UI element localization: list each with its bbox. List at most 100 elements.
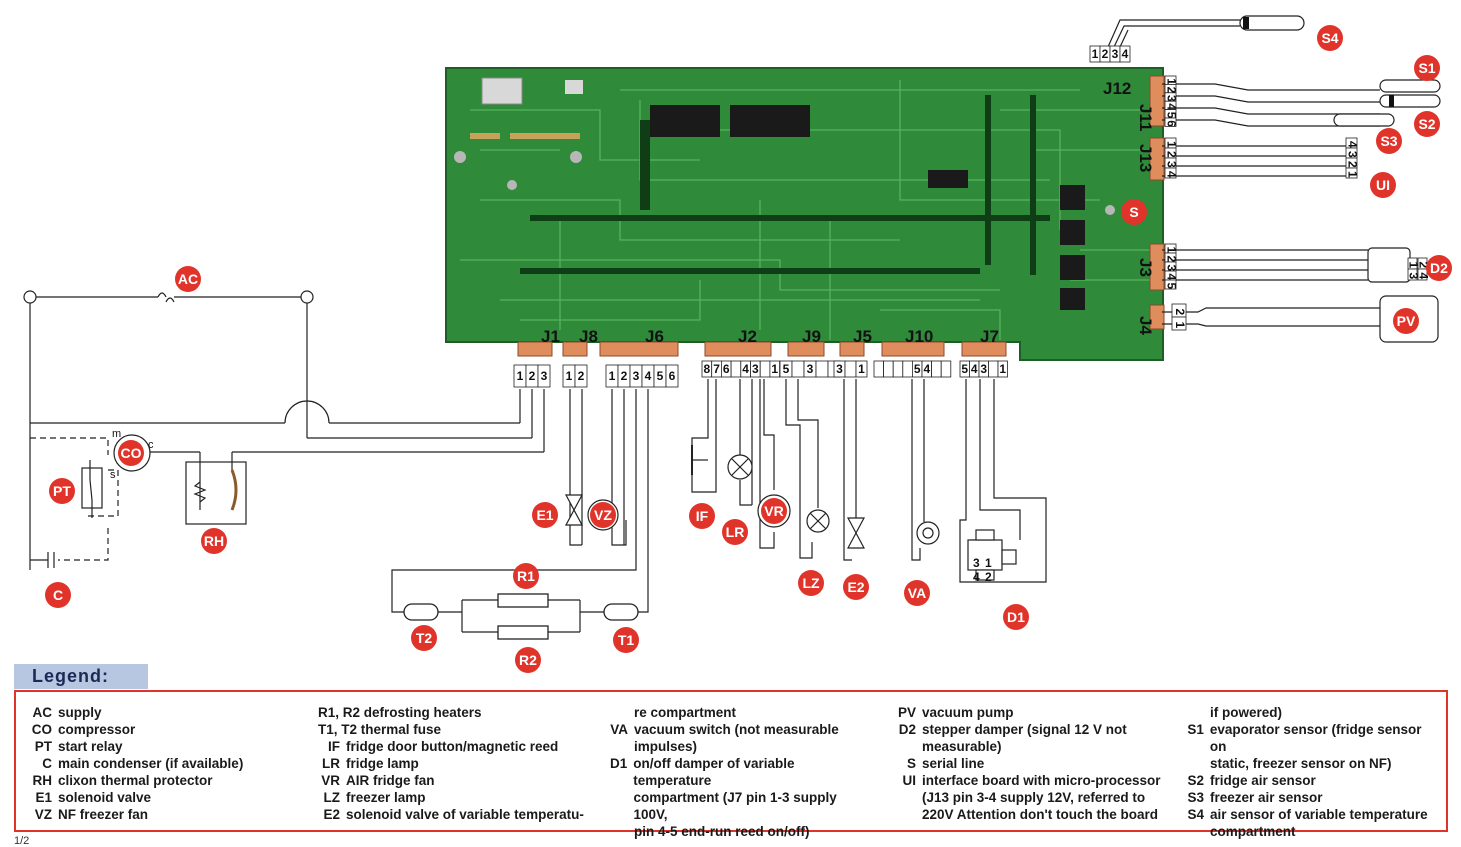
j13-pin: 3 <box>1165 161 1179 168</box>
j1-label: J1 <box>541 327 560 346</box>
badge-t1: T1 <box>613 627 639 653</box>
badge-s3: S3 <box>1376 128 1402 154</box>
legend-code <box>888 789 922 806</box>
j11-pin: 1 <box>1165 78 1179 85</box>
svg-text:LZ: LZ <box>802 575 820 591</box>
legend-description: freezer air sensor <box>1210 790 1323 805</box>
legend-entry: static, freezer sensor on NF) <box>1176 755 1441 772</box>
legend-code <box>888 806 922 823</box>
legend-description: main condenser (if available) <box>58 756 244 771</box>
badge-va: VA <box>904 580 930 606</box>
j2-pin: 3 <box>752 362 759 376</box>
j3-pin: 1 <box>1165 247 1179 254</box>
legend-description: 220V Attention don't touch the board <box>922 807 1158 822</box>
j6-pin: 1 <box>609 369 616 383</box>
badge-e1: E1 <box>532 502 558 528</box>
j3-pin: 2 <box>1165 256 1179 263</box>
j5-pin: 1 <box>858 362 865 376</box>
j11-pin: 6 <box>1165 120 1179 127</box>
legend-code: S3 <box>1187 790 1204 805</box>
legend-description: vacuum switch (not measurable <box>634 722 839 737</box>
svg-text:S4: S4 <box>1321 30 1338 46</box>
legend-description: evaporator sensor (fridge sensor on <box>1209 722 1422 754</box>
legend-code <box>888 738 922 755</box>
svg-text:CO: CO <box>121 445 142 461</box>
j2-label: J2 <box>738 327 757 346</box>
svg-text:VZ: VZ <box>594 507 612 523</box>
d2_plug_a-pin: 4 <box>1417 273 1431 280</box>
legend-entry: measurable) <box>888 738 1168 755</box>
svg-text:S: S <box>1129 204 1138 220</box>
legend-description: compartment <box>1210 824 1296 839</box>
svg-text:UI: UI <box>1376 177 1390 193</box>
legend-description: re compartment <box>634 705 737 720</box>
legend-description: clixon thermal protector <box>58 773 213 788</box>
svg-text:PT: PT <box>53 483 71 499</box>
legend-description: (J13 pin 3-4 supply 12V, referred to <box>922 790 1146 805</box>
compressor-terminal-m: m <box>112 428 121 440</box>
j2-pin: 1 <box>771 362 778 376</box>
legend-code: E2 <box>323 807 340 822</box>
legend-entry: D2 stepper damper (signal 12 V not <box>888 721 1168 738</box>
j10-label: J10 <box>905 327 933 346</box>
legend-code <box>600 789 633 823</box>
svg-text:R1: R1 <box>517 568 535 584</box>
j2-pin: 8 <box>704 362 711 376</box>
legend-description: interface board with micro-processor <box>922 773 1161 788</box>
legend-entry: re compartment <box>600 704 870 721</box>
j7-pin: 4 <box>971 362 978 376</box>
badge-vr: VR <box>761 498 787 524</box>
legend-description: supply <box>58 705 102 720</box>
badge-lr: LR <box>722 519 748 545</box>
badge-s1: S1 <box>1414 55 1440 81</box>
d1-pin-2: 2 <box>985 570 992 584</box>
d2_plug_b-pin: 1 <box>1407 262 1421 269</box>
j6-pin: 6 <box>669 369 676 383</box>
badge-s2: S2 <box>1414 111 1440 137</box>
legend-code: D2 <box>898 722 916 737</box>
legend-code: LR <box>322 756 340 771</box>
j10-pin: 5 <box>914 362 921 376</box>
j7-pin: 3 <box>980 362 987 376</box>
control-board <box>445 67 1165 361</box>
j5-label: J5 <box>853 327 872 346</box>
svg-text:E1: E1 <box>536 507 553 523</box>
badge-if: IF <box>689 503 715 529</box>
badge-s: S <box>1121 199 1147 225</box>
legend-code: VA <box>610 722 628 737</box>
j9-label: J9 <box>802 327 821 346</box>
d2_plug_a-pin: 2 <box>1417 262 1431 269</box>
j5-pin: 3 <box>836 362 843 376</box>
j3-pin: 4 <box>1165 274 1179 281</box>
j11-pin: 3 <box>1165 95 1179 102</box>
ui_plug-pin: 1 <box>1346 171 1360 178</box>
j6-pin: 2 <box>621 369 628 383</box>
legend-description: fridge lamp <box>346 756 419 771</box>
legend-description: stepper damper (signal 12 V not <box>922 722 1127 737</box>
legend-entry: VA vacuum switch (not measurable <box>600 721 870 738</box>
legend-code: CO <box>31 722 52 737</box>
j1-pin: 3 <box>541 369 548 383</box>
j11-pin: 2 <box>1165 87 1179 94</box>
legend-description: serial line <box>922 756 985 771</box>
legend-code <box>1176 823 1210 840</box>
svg-text:PV: PV <box>1397 313 1416 329</box>
legend-code: IF <box>328 739 340 754</box>
legend-entry: LR fridge lamp <box>312 755 612 772</box>
legend-code <box>600 823 634 840</box>
svg-text:IF: IF <box>696 508 709 524</box>
badge-ac: AC <box>175 266 201 292</box>
legend-description: on/off damper of variable temperature <box>633 756 795 788</box>
